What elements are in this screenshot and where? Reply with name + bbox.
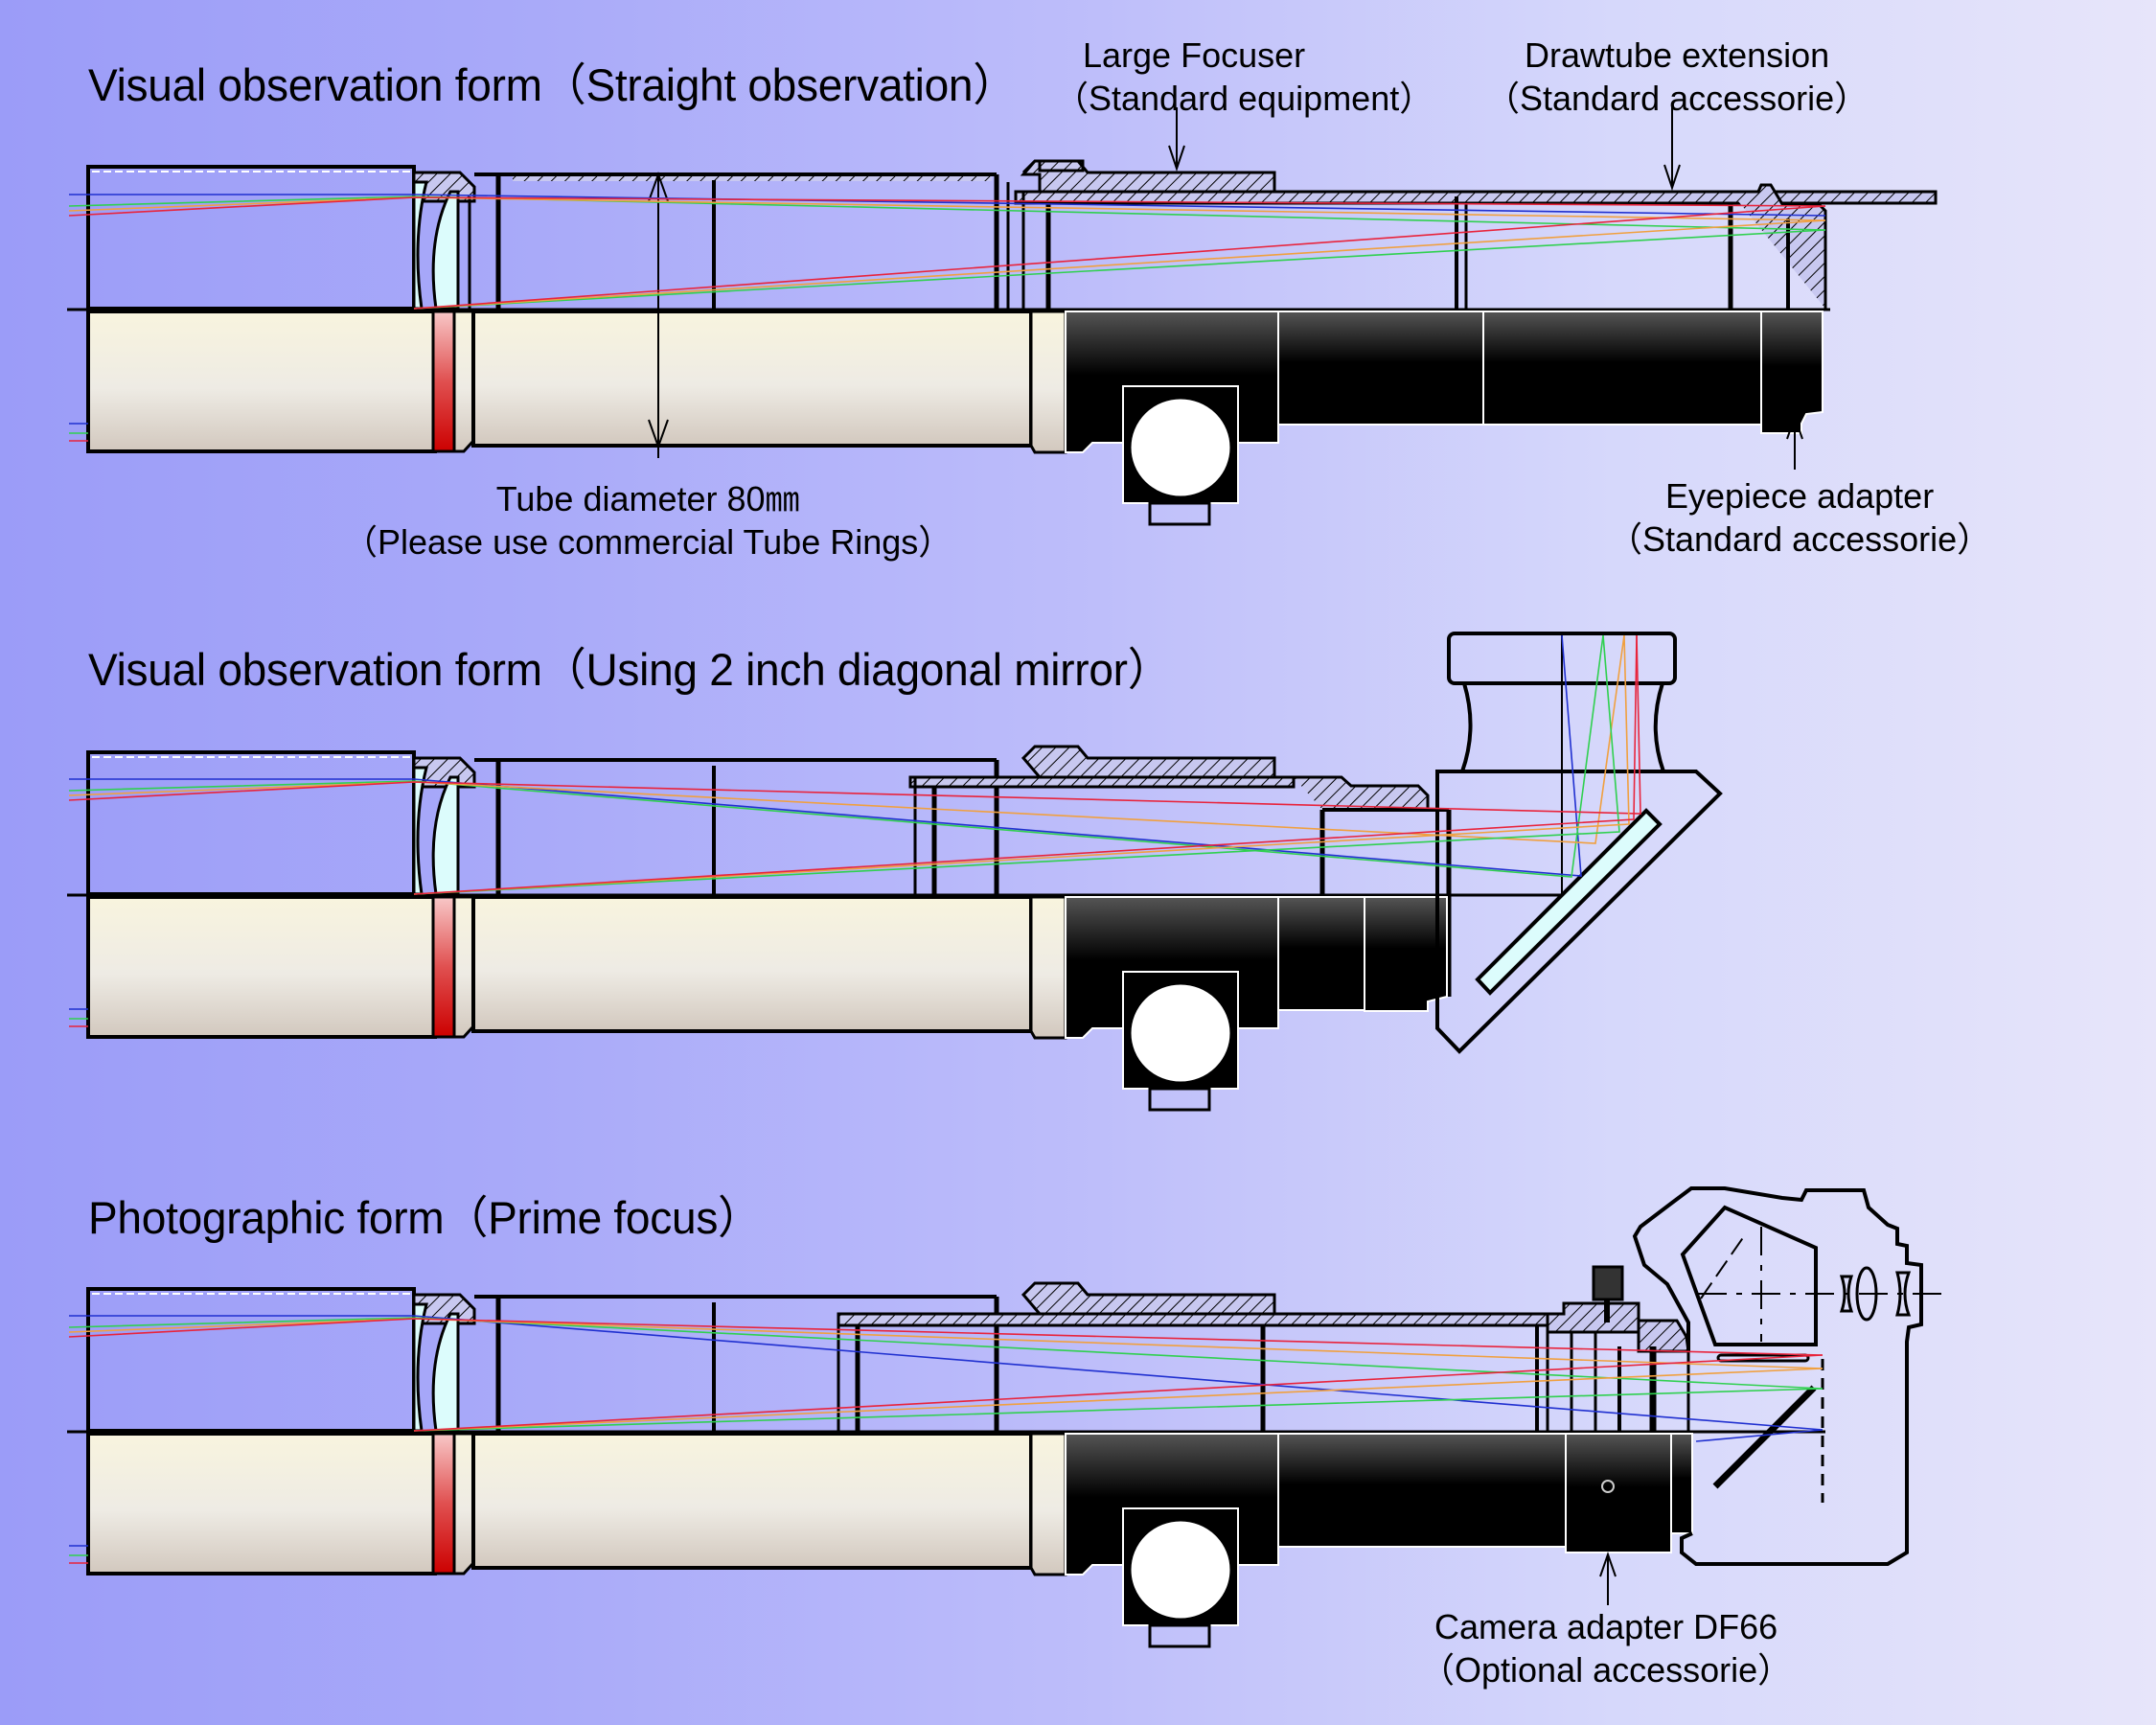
- callout-drawtube-extension-note: （Standard accessorie）: [1485, 79, 1869, 118]
- focus-knob: [1128, 396, 1233, 499]
- pentaprism: [1680, 1205, 1818, 1346]
- callout-large-focuser-note: （Standard equipment）: [1054, 79, 1434, 118]
- objective-lens: [412, 171, 501, 310]
- tube-exterior: [86, 1432, 1067, 1576]
- callout-tube-diameter-name: Tube diameter 80㎜: [495, 479, 800, 518]
- tube-exterior: [86, 310, 1067, 454]
- red-band: [431, 895, 456, 1039]
- thumb-screw: [1592, 1265, 1624, 1301]
- photographic-assembly: [67, 1186, 1945, 1648]
- eyepiece-adapter-part: [1760, 310, 1823, 434]
- focuser-exterior: [1065, 1433, 1693, 1648]
- focus-knob: [1128, 1518, 1233, 1622]
- camera-body: [1632, 1186, 1945, 1566]
- tube-diameter-dimension: [648, 172, 669, 458]
- light-rays-sec3: [68, 1315, 1823, 1564]
- focuser-exterior: [1065, 310, 1823, 526]
- objective-lens: [412, 1293, 501, 1433]
- focus-knob: [1128, 981, 1233, 1085]
- dew-shield-section: [86, 1287, 416, 1433]
- section-title-diagonal: Visual observation form（Using 2 inch dia…: [88, 644, 1172, 695]
- objective-lens: [412, 756, 501, 896]
- callout-tube-diameter-note: （Please use commercial Tube Rings）: [343, 522, 953, 562]
- section-title-straight: Visual observation form（Straight observa…: [88, 59, 1018, 110]
- callout-large-focuser-name: Large Focuser: [1083, 35, 1306, 75]
- callout-eyepiece-adapter: Eyepiece adapter （Standard accessorie）: [1608, 474, 1991, 561]
- callout-camera-adapter-name: Camera adapter DF66: [1434, 1607, 1778, 1646]
- section-title-photographic: Photographic form（Prime focus）: [88, 1192, 762, 1243]
- reflex-mirror: [1712, 1385, 1817, 1489]
- dew-shield-section: [86, 165, 416, 310]
- camera-adapter-part: [1565, 1433, 1672, 1553]
- callout-eyepiece-adapter-name: Eyepiece adapter: [1664, 476, 1935, 516]
- large-focuser-section: [1014, 159, 1938, 309]
- callout-eyepiece-adapter-note: （Standard accessorie）: [1608, 519, 1992, 559]
- focusing-screen: [1716, 1353, 1810, 1363]
- callout-camera-adapter-note: （Optional accessorie）: [1420, 1650, 1793, 1690]
- callout-arrows-sec1: [1168, 107, 1803, 470]
- callout-camera-adapter: Camera adapter DF66 （Optional accessorie…: [1420, 1605, 1792, 1691]
- red-band: [431, 310, 456, 453]
- light-rays-sec1: [68, 194, 1826, 442]
- tube-exterior: [86, 895, 1067, 1040]
- mirror-glass: [1475, 808, 1663, 996]
- callout-drawtube-extension-name: Drawtube extension: [1525, 35, 1830, 75]
- focuser-exterior: [1065, 896, 1448, 1112]
- callout-arrows-sec3: [1599, 1551, 1617, 1605]
- red-band: [431, 1432, 456, 1576]
- callout-drawtube-extension: Drawtube extension （Standard accessorie）: [1485, 34, 1869, 120]
- dew-shield-section: [86, 750, 416, 896]
- diagonal-mirror: [1435, 632, 1723, 1054]
- diagonal-observation-assembly: [67, 632, 1723, 1112]
- callout-large-focuser: Large Focuser （Standard equipment）: [1054, 34, 1434, 120]
- main-tube-section: [474, 1265, 1690, 1431]
- callout-tube-diameter: Tube diameter 80㎜ （Please use commercial…: [343, 477, 952, 564]
- straight-observation-assembly: [67, 107, 1938, 526]
- light-rays-sec2: [68, 634, 1641, 1027]
